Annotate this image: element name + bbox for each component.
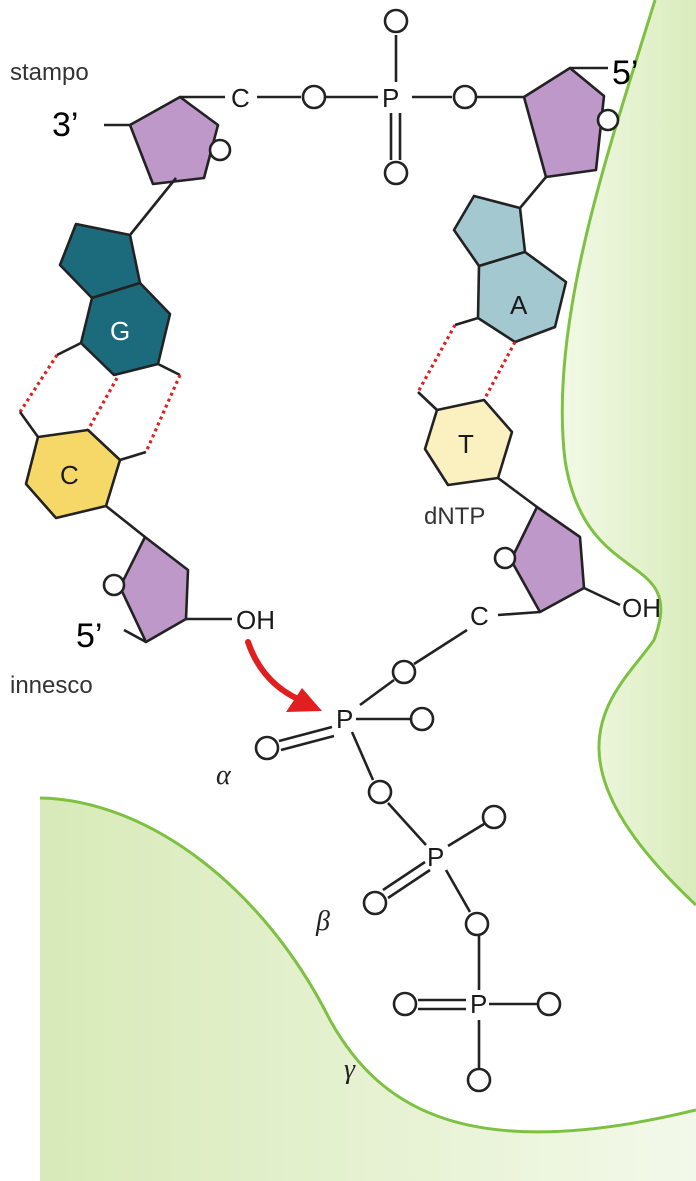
bond [119, 450, 147, 462]
double-bond [387, 868, 431, 900]
glycosidic-bond [128, 177, 178, 236]
bond [497, 610, 541, 617]
oxygen-atom [367, 779, 393, 805]
bond [447, 822, 485, 848]
oxygen-atom [383, 160, 409, 186]
bond [417, 391, 438, 411]
bond [359, 678, 395, 707]
oxygen-atom [481, 804, 507, 830]
glycosidic-bond [519, 176, 547, 209]
glycosidic-bond [497, 476, 538, 509]
primer-3prime-hydroxyl: OH [236, 605, 275, 635]
background-edge-left [39, 796, 696, 1134]
gamma-label: γ [344, 1054, 356, 1085]
sugar-template-left [128, 95, 220, 186]
alpha-label: α [216, 760, 232, 791]
primer-5prime-label: 5’ [76, 617, 102, 655]
bond [387, 802, 427, 846]
template-3prime-label: 3’ [52, 106, 78, 144]
double-bond [280, 734, 335, 752]
ring-oxygen [493, 546, 517, 570]
primer-strand-label: innesco [10, 672, 93, 699]
hydrogen-bond [416, 324, 457, 393]
atom-phosphorus-beta: P [427, 842, 444, 872]
bond [18, 411, 40, 438]
oxygen-atom [452, 84, 478, 110]
atom-phosphorus: P [382, 83, 399, 113]
beta-label: β [315, 906, 330, 937]
cytosine-letter: C [60, 460, 79, 490]
atom-carbon: C [231, 83, 250, 113]
dntp-label: dNTP [424, 503, 485, 530]
bond [444, 869, 472, 913]
bond [350, 731, 375, 781]
atom-phosphorus-alpha: P [336, 704, 353, 734]
double-bond [382, 860, 426, 892]
hydrogen-bond [144, 374, 182, 453]
template-strand-label: stampo [10, 59, 89, 86]
hydrogen-bond [86, 377, 119, 431]
oxygen-atom [464, 911, 490, 937]
oxygen-atom [409, 706, 435, 732]
glycosidic-bond [105, 504, 146, 539]
ring-oxygen [596, 108, 620, 132]
oxygen-atom [301, 84, 327, 110]
oxygen-atom [391, 659, 417, 685]
adenine-letter: A [510, 290, 528, 320]
hydrogen-bond [18, 354, 59, 413]
thymine-letter: T [458, 429, 474, 459]
bond [123, 628, 147, 644]
dntp-3prime-hydroxyl: OH [622, 593, 661, 623]
oxygen-atom [466, 1067, 492, 1093]
hydrogen-bond [482, 341, 517, 401]
nucleophilic-attack-arrow [245, 639, 303, 703]
oxygen-atom [362, 890, 388, 916]
template-5prime-label: 5’ [612, 54, 638, 92]
bond [454, 316, 479, 327]
arrow-head [286, 688, 322, 712]
atom-carbon: C [470, 601, 489, 631]
background-region-left [40, 798, 696, 1181]
oxygen-atom [392, 991, 418, 1017]
bond [56, 341, 82, 357]
background-edge-right [560, 0, 696, 907]
oxygen-atom [536, 991, 562, 1017]
sugar-template-right [522, 66, 606, 179]
bond [583, 586, 621, 607]
ring-oxygen [102, 573, 126, 597]
oxygen-atom [254, 735, 280, 761]
double-bond [278, 725, 333, 743]
background-region-right [562, 0, 696, 905]
atom-phosphorus-gamma: P [470, 989, 487, 1019]
bond [157, 362, 181, 377]
ring-oxygen [208, 138, 232, 162]
bond [413, 628, 468, 666]
guanine-letter: G [110, 316, 130, 346]
oxygen-atom [383, 8, 409, 34]
sugar-dntp [509, 505, 586, 614]
sugar-primer [118, 535, 190, 644]
